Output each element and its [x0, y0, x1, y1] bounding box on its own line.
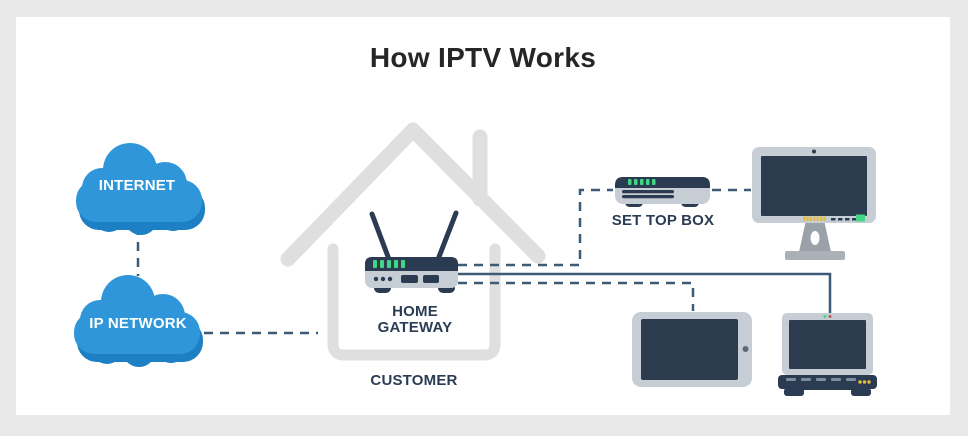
house-icon — [280, 122, 546, 361]
internet-cloud-icon — [76, 143, 205, 235]
set-top-box-label: SET TOP BOX — [611, 212, 715, 229]
ip-network-label: IP NETWORK — [89, 315, 187, 332]
page-title: How IPTV Works — [369, 42, 597, 73]
connector-router-settopbox — [458, 188, 613, 267]
tv-icon — [752, 147, 876, 260]
connector-router-laptop — [458, 272, 832, 313]
laptop-icon — [778, 313, 877, 396]
tablet-icon — [632, 312, 752, 387]
customer-label: CUSTOMER — [370, 372, 458, 389]
home-gateway-label: HOME GATEWAY — [377, 303, 453, 336]
ip-network-cloud-icon — [74, 275, 203, 367]
set-top-box-icon — [615, 177, 710, 207]
home-gateway-router-icon — [365, 210, 459, 293]
internet-label: INTERNET — [98, 177, 176, 194]
